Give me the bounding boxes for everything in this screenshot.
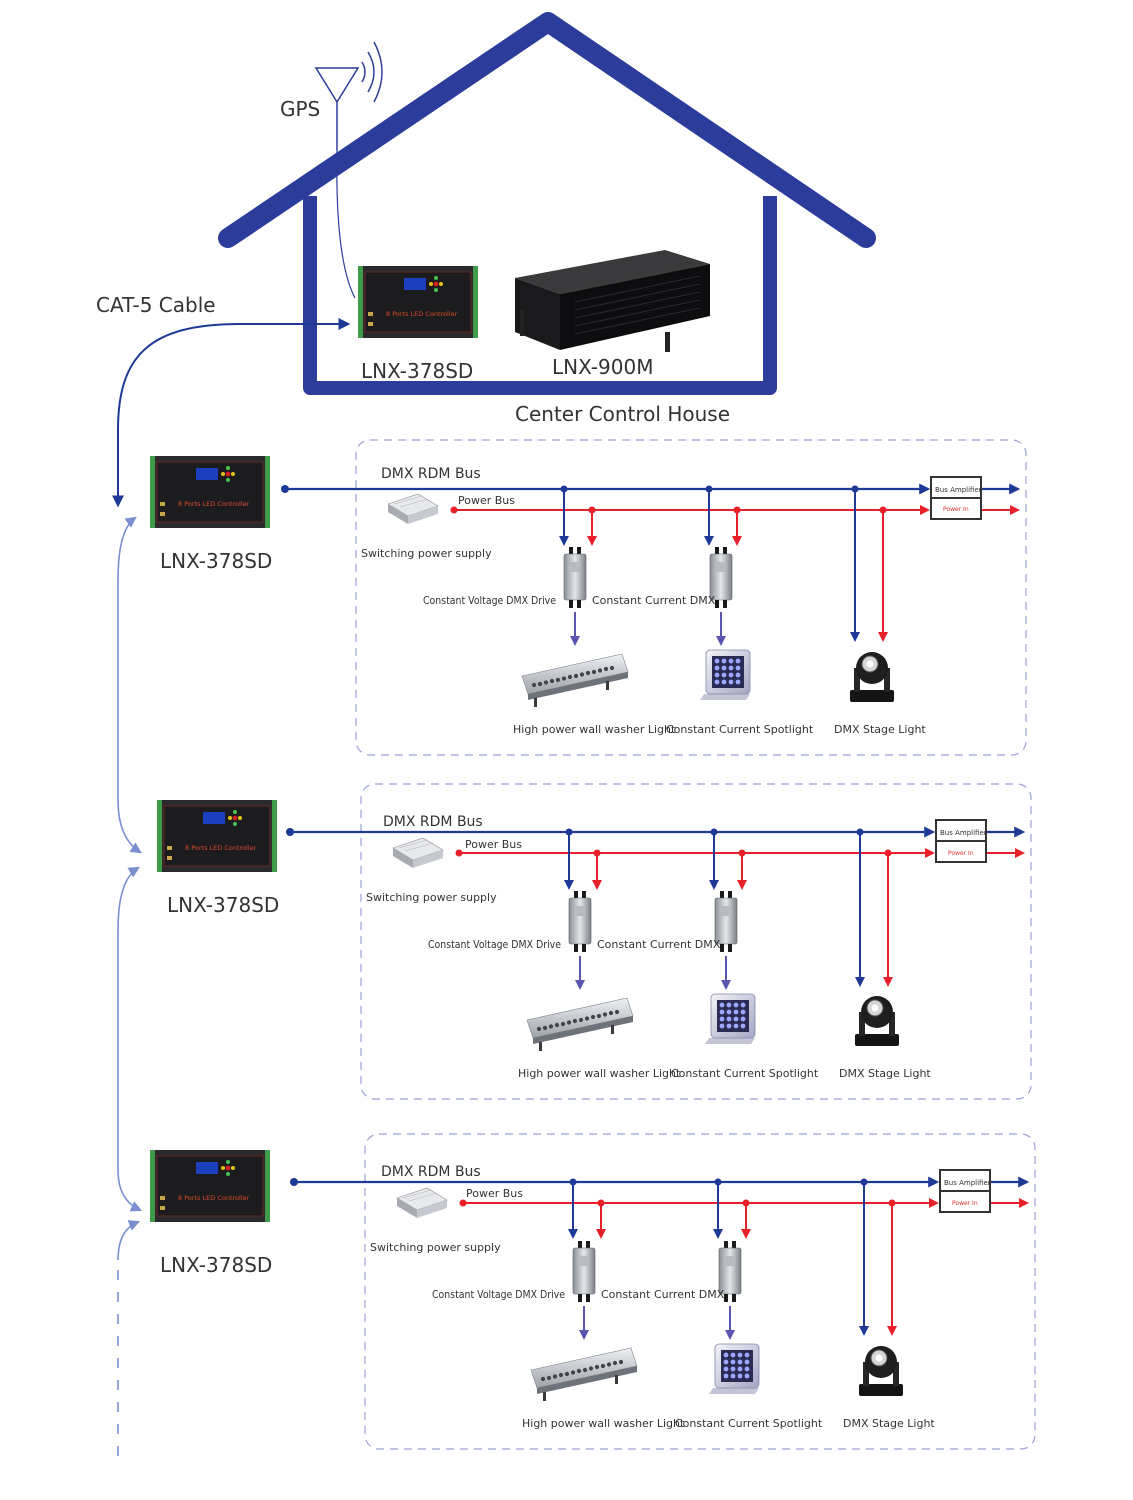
fixture-stage-label: DMX Stage Light <box>839 1067 931 1080</box>
dmx-bus-label: DMX RDM Bus <box>381 1164 481 1180</box>
section-frame <box>360 783 1032 1100</box>
dmx-bus-label: DMX RDM Bus <box>381 466 481 482</box>
bus-taps <box>564 828 893 987</box>
power-in-label: Power In <box>943 506 969 513</box>
section-controller-model: LNX-378SD <box>160 549 272 573</box>
house-server <box>514 249 711 353</box>
cat5-cable-label: CAT-5 Cable <box>96 293 216 317</box>
house-controller-face-text: 8 Ports LED Controller <box>386 310 458 318</box>
wall-washer-light-icon <box>521 653 629 708</box>
house-server-model: LNX-900M <box>552 355 653 379</box>
fixture-stage-label: DMX Stage Light <box>843 1417 935 1430</box>
section-controller-face-text: 8 Ports LED Controller <box>185 844 257 852</box>
cv-driver-icon <box>572 1240 596 1303</box>
power-bus-label: Power Bus <box>458 494 515 507</box>
bus-amplifier-label: Bus Amplifier <box>940 829 987 837</box>
gps-label: GPS <box>280 97 320 121</box>
fixture-stage-label: DMX Stage Light <box>834 723 926 736</box>
dmx-bus-label: DMX RDM Bus <box>383 814 483 830</box>
section-frame <box>364 1133 1036 1450</box>
cc-driver-label: Constant Current DMX <box>597 938 721 951</box>
stage-light-icon <box>849 651 895 703</box>
stage-light-icon <box>854 995 900 1047</box>
switching-power-supply-icon <box>387 493 439 525</box>
bus-taps <box>559 485 888 642</box>
controller-link-chain <box>117 516 143 1462</box>
section-1: 8 Ports LED Controller LNX-378SD DMX RDM… <box>149 439 1027 756</box>
psu-label: Switching power supply <box>366 891 497 904</box>
house-title: Center Control House <box>515 402 730 426</box>
gps-antenna-icon <box>314 41 383 299</box>
house-controller-model: LNX-378SD <box>361 359 473 383</box>
cv-driver-label: Constant Voltage DMX Drive <box>423 594 556 607</box>
cv-driver-icon <box>568 890 592 953</box>
house-controller: 8 Ports LED Controller <box>357 265 479 339</box>
stage-light-icon <box>858 1345 904 1397</box>
switching-power-supply-icon <box>396 1187 448 1219</box>
link-arrow <box>117 1220 141 1261</box>
cv-driver-icon <box>563 546 587 609</box>
bus-amplifier-label: Bus Amplifier <box>944 1179 991 1187</box>
power-in-label: Power In <box>952 1200 978 1207</box>
fixture-spot-label: Constant Current Spotlight <box>666 723 814 736</box>
cc-driver-label: Constant Current DMX <box>601 1288 725 1301</box>
cc-driver-label: Constant Current DMX <box>592 594 716 607</box>
section-controller-face-text: 8 Ports LED Controller <box>178 1194 250 1202</box>
section-controller: 8 Ports LED Controller <box>149 1149 271 1223</box>
house-roof <box>218 12 876 248</box>
bus-amplifier: Bus Amplifier Power In <box>939 1169 991 1213</box>
bus-taps <box>568 1178 897 1336</box>
section-2: 8 Ports LED Controller LNX-378SD DMX RDM… <box>156 783 1032 1100</box>
cv-driver-label: Constant Voltage DMX Drive <box>428 938 561 951</box>
link-arrow <box>117 866 143 1212</box>
link-arrow <box>117 516 142 854</box>
section-3: 8 Ports LED Controller LNX-378SD DMX RDM… <box>149 1133 1036 1450</box>
fixture-spot-label: Constant Current Spotlight <box>675 1417 823 1430</box>
section-controller-face-text: 8 Ports LED Controller <box>178 500 250 508</box>
section-controller: 8 Ports LED Controller <box>149 455 271 529</box>
center-control-house: GPS 8 Ports LED Controller LNX-378SD LNX… <box>218 12 876 426</box>
bus-amplifier: Bus Amplifier Power In <box>935 819 987 863</box>
wall-washer-light-icon <box>530 1347 638 1402</box>
power-in-label: Power In <box>948 850 974 857</box>
spotlight-icon <box>699 649 751 701</box>
section-controller-model: LNX-378SD <box>160 1253 272 1277</box>
fixture-spot-label: Constant Current Spotlight <box>671 1067 819 1080</box>
switching-power-supply-icon <box>392 837 444 869</box>
bus-amplifier-label: Bus Amplifier <box>935 486 982 494</box>
fixture-washer-label: High power wall washer Light <box>513 723 676 736</box>
section-controller: 8 Ports LED Controller <box>156 799 278 873</box>
fixture-washer-label: High power wall washer Light <box>522 1417 685 1430</box>
power-bus-label: Power Bus <box>466 1187 523 1200</box>
psu-label: Switching power supply <box>361 547 492 560</box>
cat5-cable-line <box>112 318 351 508</box>
power-bus-label: Power Bus <box>465 838 522 851</box>
spotlight-icon <box>708 1343 760 1395</box>
spotlight-icon <box>704 993 756 1045</box>
fixture-washer-label: High power wall washer Light <box>518 1067 681 1080</box>
wall-washer-light-icon <box>526 997 634 1052</box>
section-controller-model: LNX-378SD <box>167 893 279 917</box>
psu-label: Switching power supply <box>370 1241 501 1254</box>
house-walls <box>303 196 777 395</box>
bus-amplifier: Bus Amplifier Power In <box>930 476 982 520</box>
cv-driver-label: Constant Voltage DMX Drive <box>432 1288 565 1301</box>
section-frame <box>355 439 1027 756</box>
